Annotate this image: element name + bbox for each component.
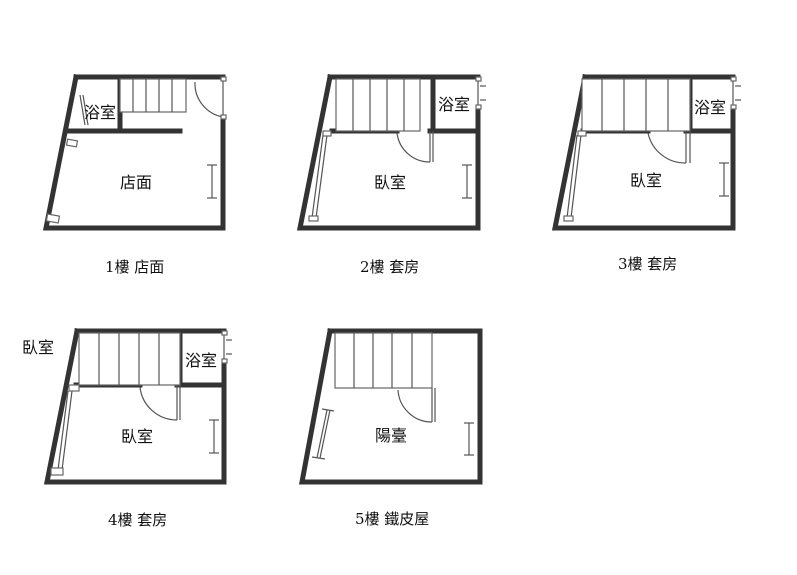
floor-plan-1: 浴室 店面 1樓 店面: [42, 74, 227, 276]
window: [50, 384, 80, 476]
room-label-main: 臥室: [630, 171, 662, 190]
staircase: [78, 332, 181, 386]
outer-wall: [551, 74, 736, 231]
floor-caption: 5樓 鐵皮屋: [355, 510, 429, 528]
window: [464, 422, 474, 456]
room-label-bath: 浴室: [185, 351, 217, 370]
room-label-main: 陽臺: [375, 426, 407, 445]
staircase: [334, 332, 433, 389]
window: [462, 164, 472, 199]
bedroom-door: [647, 131, 687, 164]
window: [311, 408, 335, 460]
staircase: [119, 78, 187, 113]
outer-wall: [43, 328, 227, 485]
window: [719, 162, 729, 197]
floor-plan-5: 陽臺 5樓 鐵皮屋: [298, 328, 483, 528]
floor-caption: 1樓 店面: [105, 258, 164, 276]
room-label-bath: 浴室: [84, 103, 116, 122]
room-label-bath: 浴室: [694, 98, 726, 117]
bedroom-door: [139, 385, 178, 421]
floor-plan-4: 浴室 臥室 4樓 套房: [43, 328, 232, 529]
bedroom-door: [396, 131, 431, 163]
entrance-door: [194, 81, 224, 118]
window: [563, 130, 587, 222]
floor-caption: 2樓 套房: [360, 258, 419, 276]
floor-caption: 4樓 套房: [108, 511, 167, 529]
stair-door: [397, 388, 433, 423]
floor-plan-2: 浴室 臥室 2樓 套房: [296, 74, 486, 276]
staircase: [581, 78, 691, 132]
window: [209, 419, 219, 454]
staircase: [335, 78, 421, 132]
room-label-main: 臥室: [121, 427, 153, 446]
floor-caption: 3樓 套房: [618, 255, 677, 273]
floor-plan-3: 浴室 臥室 3樓 套房: [551, 74, 741, 273]
outer-wall: [42, 74, 226, 231]
outer-wall: [298, 328, 483, 485]
window: [308, 130, 332, 222]
window: [207, 164, 217, 199]
room-label-bath: 浴室: [438, 95, 470, 114]
room-label-main: 臥室: [374, 173, 406, 192]
room-label-main: 店面: [120, 173, 152, 192]
window: [79, 94, 89, 126]
floor-4-upper-label: 臥室: [22, 338, 55, 357]
outer-wall: [296, 74, 481, 231]
